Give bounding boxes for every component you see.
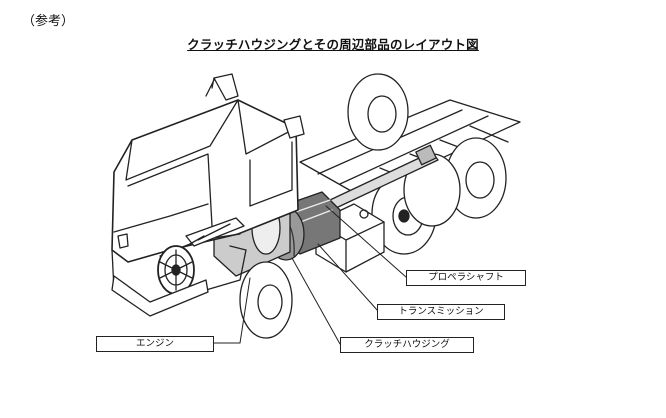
side-mirrors [205,73,305,139]
front-wheel [239,261,293,339]
front-bumper [111,217,245,317]
callout-engine: エンジン [96,336,214,352]
callout-clutch-housing: クラッチハウジング [340,337,474,353]
diagram-title: クラッチハウジングとその周辺部品のレイアウト図 [187,37,479,52]
leader-lines [211,205,407,345]
callout-transmission: トランスミッション [377,304,505,320]
callout-propeller-shaft: プロペラシャフト [406,270,526,286]
rear-wheels [347,73,507,255]
reference-note: （参考） [22,14,75,29]
